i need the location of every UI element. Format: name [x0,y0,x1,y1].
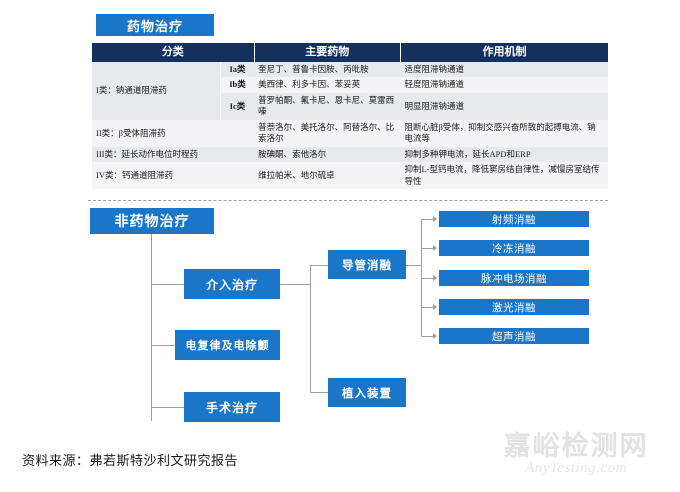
table-row: I类：钠通道阻滞药 Ia类 奎尼丁、普鲁卡因胺、丙吡胺 适度阻滞钠通道 [92,62,608,120]
flow-node-ultrasound-ablation[interactable]: 超声消融 [439,328,589,344]
cell-mechanism-1a: 适度阻滞钠通道 [400,62,608,78]
connector-ablation-to-bus3 [406,265,421,266]
nondrug-therapy-flowchart: 介入治疗 电复律及电除颤 手术治疗 导管消融 植入装置 射频消融 冷冻消融 脉冲… [0,200,680,440]
connector-stub-l1-1 [151,345,184,346]
cell-drugs-1a: 奎尼丁、普鲁卡因胺、丙吡胺 [254,62,401,78]
flow-node-radiofrequency-ablation[interactable]: 射频消融 [439,211,589,227]
connector-stub-l1-0 [151,284,184,285]
watermark-chinese: 嘉峪检测网 [503,431,649,461]
cell-subclass-1b: Ib类 [219,77,255,93]
connector-level3-bus [421,219,422,336]
flow-node-cardioversion-defibrillation[interactable]: 电复律及电除颤 [175,330,280,360]
flow-node-laser-ablation[interactable]: 激光消融 [439,299,589,315]
flow-node-interventional-therapy[interactable]: 介入治疗 [184,269,280,299]
source-note: 资料来源：弗若斯特沙利文研究报告 [22,453,239,468]
cell-class-2: II类：β受体阻滞药 [92,119,255,147]
arrow-icon-1 [433,245,437,251]
arrow-icon-4 [433,333,437,339]
cell-subclass-1c: Ic类 [219,92,255,120]
table-row: Ib类 美西律、利多卡因、苯妥英 轻度阻滞钠通道 [92,77,608,93]
connector-stub-l3-4 [421,336,433,337]
nondrug-therapy-badge: 非药物治疗 [90,208,214,234]
cell-subclass-1a: Ia类 [219,62,255,78]
flow-node-cryoablation[interactable]: 冷冻消融 [439,240,589,256]
connector-stub-l3-2 [421,278,433,279]
column-header-mechanism: 作用机制 [400,43,608,62]
table-header-row: 分类 主要药物 作用机制 [92,43,608,62]
connector-bus-to-implant [310,392,328,393]
cell-mechanism-4: 抑制L-型钙电流，降低窦房结自律性，减慢房室结传导性 [400,162,608,190]
drug-therapy-badge: 药物治疗 [96,14,214,36]
cell-mechanism-1c: 明显阻滞钠通道 [400,92,608,120]
cell-drugs-2: 普萘洛尔、美托洛尔、阿替洛尔、比索洛尔 [254,119,401,147]
flow-node-catheter-ablation[interactable]: 导管消融 [328,250,406,279]
connector-l1-to-bus [280,284,310,285]
column-header-drugs: 主要药物 [254,43,401,62]
cell-mechanism-3: 抑制多种钾电流，延长APD和ERP [400,146,608,163]
table-row: Ic类 普罗帕酮、氟卡尼、恩卡尼、莫雷西嗪 明显阻滞钠通道 [92,92,608,120]
arrow-icon-3 [433,304,437,310]
cell-drugs-1b: 美西律、利多卡因、苯妥英 [254,77,401,93]
cell-class-3: III类：延长动作电位时程药 [92,146,255,163]
connector-bus-to-ablation [310,265,328,266]
cell-drugs-1c: 普罗帕酮、氟卡尼、恩卡尼、莫雷西嗪 [254,92,401,120]
cell-drugs-3: 胺碘酮、索他洛尔 [254,146,401,163]
table-row: III类：延长动作电位时程药 胺碘酮、索他洛尔 抑制多种钾电流，延长APD和ER… [92,146,608,163]
cell-drugs-4: 维拉帕米、地尔硫卓 [254,162,401,190]
section-divider [88,200,608,201]
flow-node-surgical-therapy[interactable]: 手术治疗 [184,392,280,422]
connector-stub-l3-3 [421,307,433,308]
connector-root-vertical [151,234,152,421]
table-row: IV类：钙通道阻滞药 维拉帕米、地尔硫卓 抑制L-型钙电流，降低窦房结自律性，减… [92,162,608,190]
cell-mechanism-1b: 轻度阻滞钠通道 [400,77,608,93]
arrow-icon-0 [433,216,437,222]
arrow-icon-2 [433,275,437,281]
cell-class-4: IV类：钙通道阻滞药 [92,162,255,190]
flow-node-implantable-device[interactable]: 植入装置 [328,378,406,407]
connector-level2-bus [310,265,311,393]
cell-mechanism-2: 阻断心脏β受体，抑制交感兴奋所致的起搏电流、钠电流等 [400,119,608,147]
table-row: II类：β受体阻滞药 普萘洛尔、美托洛尔、阿替洛尔、比索洛尔 阻断心脏β受体，抑… [92,119,608,147]
connector-stub-l3-1 [421,248,433,249]
watermark-english: AnyTesting.com [525,460,627,477]
connector-stub-l3-0 [421,219,433,220]
connector-stub-l1-2 [151,407,184,408]
column-header-class: 分类 [92,43,255,62]
watermark: 嘉峪检测网 AnyTesting.com [486,432,666,477]
cell-class-1: I类：钠通道阻滞药 [92,62,221,120]
drug-therapy-table: 分类 主要药物 作用机制 I类：钠通道阻滞药 Ia类 奎尼丁、普鲁卡因胺、丙吡胺… [92,43,608,190]
flow-node-pulsed-field-ablation[interactable]: 脉冲电场消融 [439,270,589,286]
